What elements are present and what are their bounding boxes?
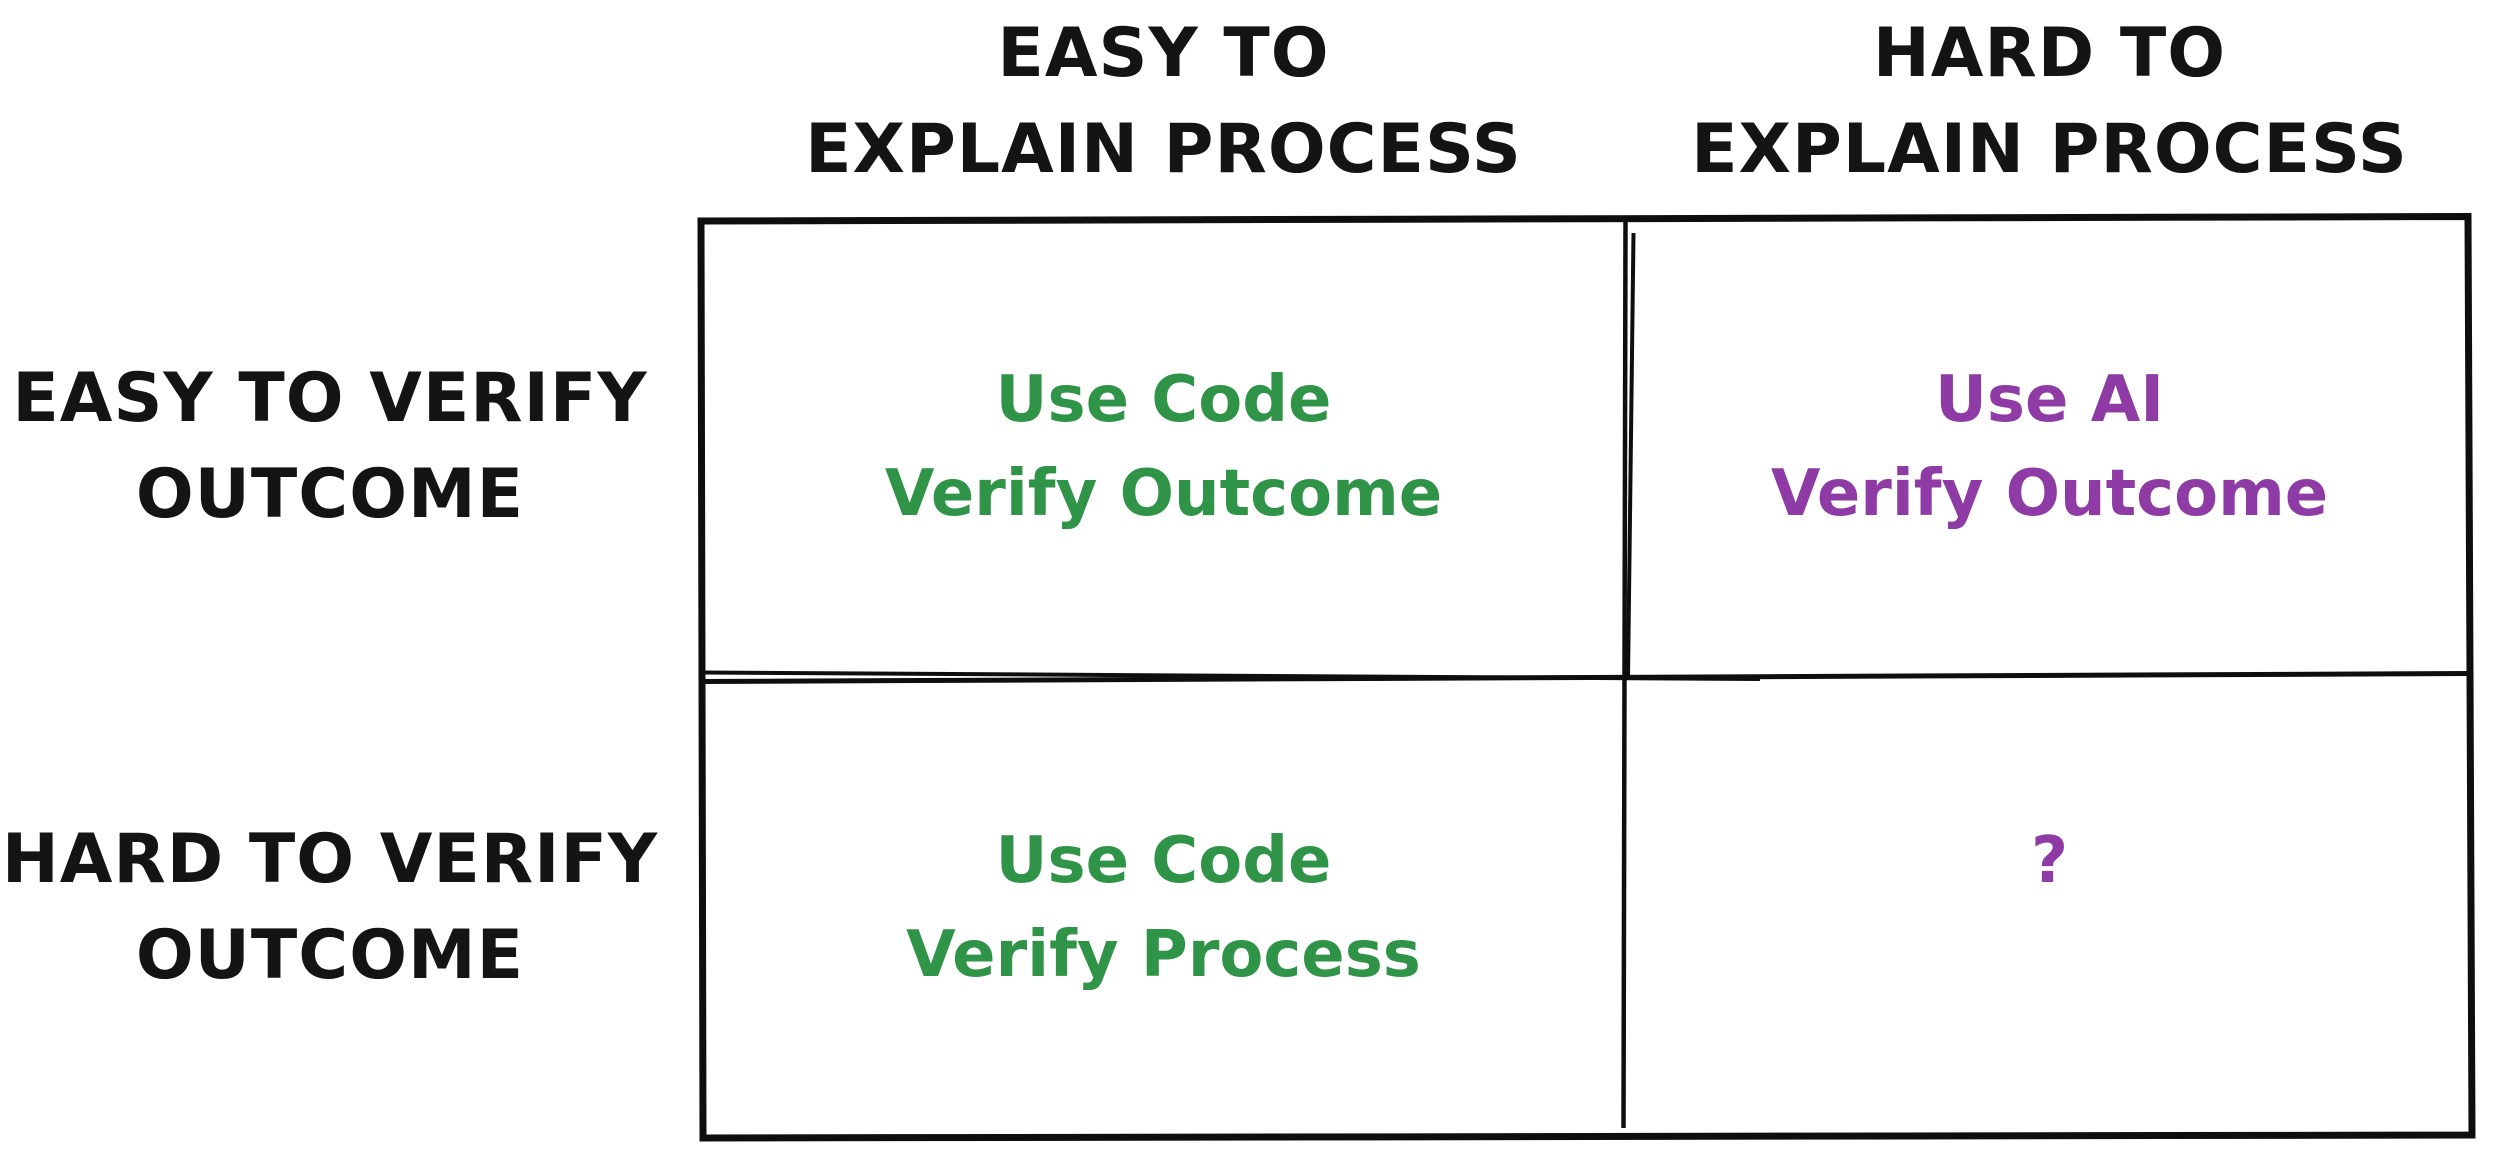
- column-header-line: HARD TO: [1872, 14, 2227, 93]
- outer-border: [697, 212, 2476, 1142]
- cell-text-line: [1627, 908, 2472, 1002]
- column-header-line: EXPLAIN PROCESS: [805, 110, 1522, 189]
- cell-text-line: Verify Outcome: [1770, 457, 2329, 531]
- cell-use-code-verify-process: Use Code Verify Process: [700, 676, 1627, 1139]
- cell-text-line: Use AI: [1934, 363, 2165, 437]
- cell-unknown-question-mark: ?: [1627, 676, 2472, 1139]
- cell-text-line: Verify Process: [906, 917, 1421, 992]
- row-label-easy-to-verify: EASY TO VERIFY OUTCOME: [0, 218, 660, 676]
- cell-text-line: Use Code: [995, 363, 1332, 437]
- column-header-line: EXPLAIN PROCESS: [1691, 110, 2408, 189]
- cell-use-ai-verify-outcome: Use AI Verify Outcome: [1627, 218, 2472, 676]
- row-label-line: EASY TO VERIFY: [12, 359, 648, 438]
- vertical-divider-second-stroke: [1626, 232, 1636, 679]
- row-label-line: OUTCOME: [135, 915, 525, 995]
- column-header-line: EASY TO: [997, 14, 1330, 93]
- row-label-hard-to-verify: HARD TO VERIFY OUTCOME: [0, 676, 660, 1139]
- row-label-line: OUTCOME: [135, 455, 525, 534]
- row-label-line: HARD TO VERIFY: [1, 819, 659, 899]
- cell-text-line: Use Code: [995, 823, 1332, 898]
- column-header-easy-to-explain: EASY TO EXPLAIN PROCESS: [700, 6, 1627, 198]
- cell-text-line: ?: [2030, 823, 2069, 898]
- cell-use-code-verify-outcome: Use Code Verify Outcome: [700, 218, 1627, 676]
- horizontal-divider-second-stroke: [703, 670, 1761, 681]
- column-header-hard-to-explain: HARD TO EXPLAIN PROCESS: [1627, 6, 2472, 198]
- cell-text-line: Verify Outcome: [884, 457, 1443, 531]
